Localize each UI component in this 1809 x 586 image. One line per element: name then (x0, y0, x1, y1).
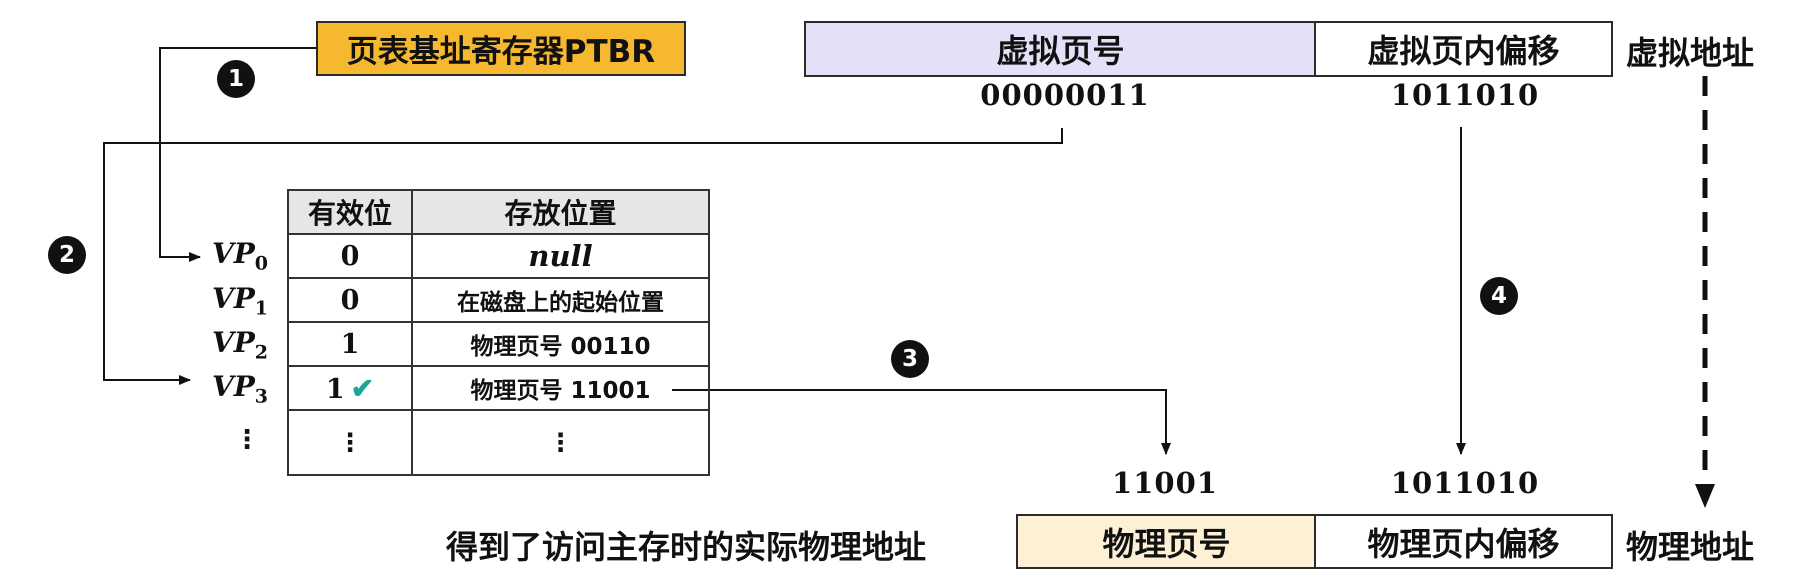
valid-bit-cell: 0 (287, 233, 413, 279)
page-table-header: 有效位 存放位置 (287, 189, 710, 235)
ptbr-label: 页表基址寄存器PTBR (346, 34, 656, 70)
ellipsis-cell: ⋮ (411, 409, 710, 476)
virtual-page-number-label: 虚拟页号 (996, 32, 1125, 70)
physical-page-number-bits: 11001 (1112, 466, 1218, 500)
virtual-address-label: 虚拟地址 (1626, 34, 1755, 72)
location-cell: 物理页号 11001 (411, 365, 710, 411)
dashed-arrow-head (1695, 484, 1715, 508)
physical-page-number-label: 物理页号 (1102, 524, 1231, 563)
ptbr-register: 页表基址寄存器PTBR (316, 21, 686, 76)
location-cell: null (411, 233, 710, 279)
location-cell: 物理页号 00110 (411, 321, 710, 367)
physical-address-caption: 得到了访问主存时的实际物理地址 (446, 528, 927, 566)
virtual-page-number-bits: 00000011 (980, 78, 1150, 112)
valid-bit-cell: 1✔ (287, 365, 413, 411)
header-location: 存放位置 (411, 189, 710, 235)
step-3-badge: 3 (891, 340, 929, 378)
table-row: 1 物理页号 00110 (287, 321, 710, 367)
header-valid-bit: 有效位 (287, 189, 413, 235)
vp3-label: VP3 (212, 370, 269, 408)
table-row: 0 在磁盘上的起始位置 (287, 277, 710, 323)
vp2-label: VP2 (212, 326, 269, 364)
virtual-offset-field: 虚拟页内偏移 (1314, 21, 1613, 77)
arrow-ptbr-to-vp0 (159, 47, 316, 262)
page-table: 有效位 存放位置 0 null 0 在磁盘上的起始位置 1 物理页号 00110… (287, 189, 710, 476)
vp0-label: VP0 (212, 237, 269, 275)
physical-offset-bits: 1011010 (1390, 466, 1540, 500)
arrow-vpn-to-vp3 (103, 128, 1063, 385)
virtual-page-number-field: 虚拟页号 (804, 21, 1317, 77)
ellipsis-cell: ⋮ (287, 409, 413, 476)
virtual-offset-bits: 1011010 (1390, 78, 1540, 112)
physical-page-number-field: 物理页号 (1016, 514, 1317, 569)
check-icon: ✔ (350, 371, 375, 405)
virtual-offset-label: 虚拟页内偏移 (1367, 32, 1560, 70)
table-row: 1✔ 物理页号 11001 (287, 365, 710, 411)
table-row: 0 null (287, 233, 710, 279)
arrow-pte-to-ppn (672, 389, 1171, 455)
step-2-badge: 2 (48, 236, 86, 274)
location-cell: 在磁盘上的起始位置 (411, 277, 710, 323)
vp1-label: VP1 (212, 282, 269, 320)
step-4-badge: 4 (1480, 277, 1518, 315)
step-1-badge: 1 (217, 60, 255, 98)
physical-address-label: 物理地址 (1626, 528, 1755, 566)
valid-bit-cell: 0 (287, 277, 413, 323)
valid-bit-cell: 1 (287, 321, 413, 367)
physical-offset-label: 物理页内偏移 (1367, 524, 1560, 563)
vp-ellipsis: ⋮ (234, 425, 260, 455)
table-row: ⋮ ⋮ (287, 409, 710, 476)
physical-offset-field: 物理页内偏移 (1314, 514, 1613, 569)
